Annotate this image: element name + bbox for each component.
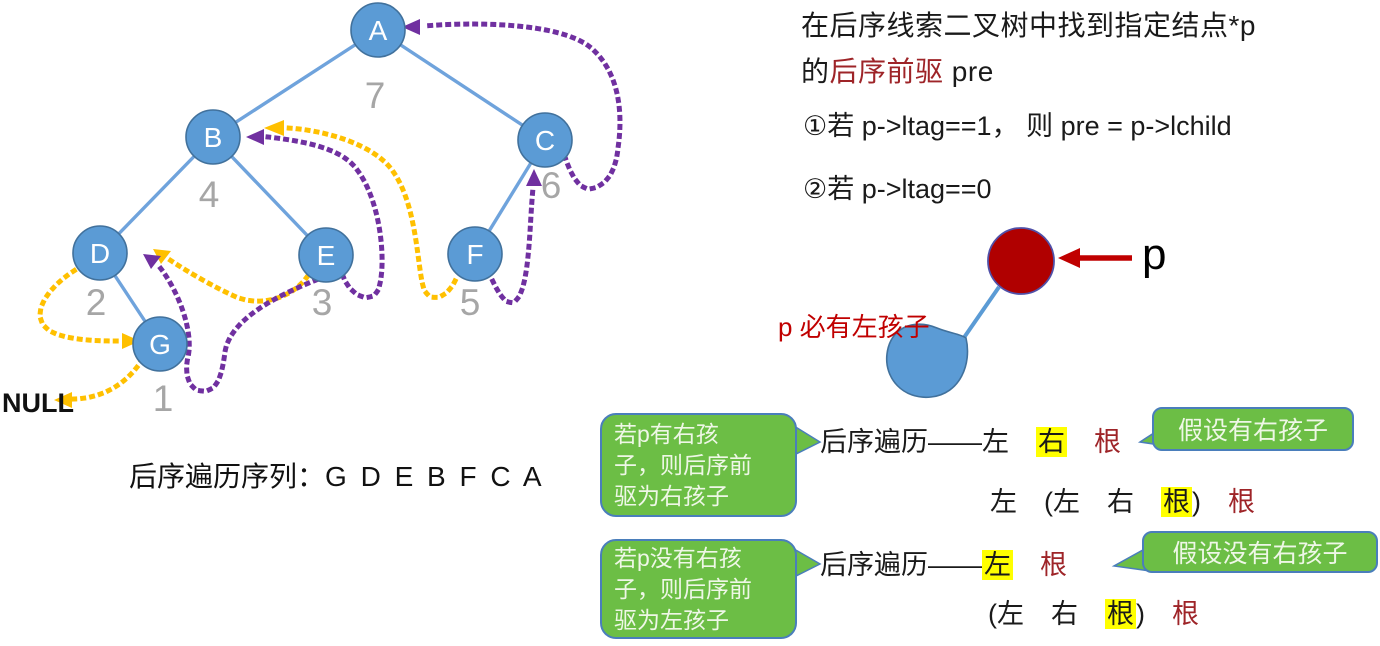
- block1-line1: 后序遍历——左 右 根: [820, 420, 1121, 459]
- arrowhead-c-icon: [526, 169, 542, 186]
- block1-line2-pre: 左 (左 右: [990, 487, 1161, 517]
- yellow-threads: [37, 120, 459, 408]
- order-b: 4: [199, 174, 220, 215]
- block2-line1-highlight: 左: [982, 550, 1013, 580]
- block1-line2: 左 (左 右 根) 根: [990, 480, 1255, 519]
- p-child-link: [961, 285, 1001, 341]
- postorder-sequence: 后序遍历序列：G D E B F C A: [129, 455, 545, 495]
- thread-e-b: [265, 134, 385, 300]
- thread-g-d: [154, 261, 320, 394]
- edge-a-c: [377, 28, 546, 142]
- arrowhead-null-icon: [54, 392, 72, 408]
- block2-line1-pre: 后序遍历——: [820, 550, 982, 580]
- order-numbers: 7 4 6 2 3 5 1: [86, 75, 562, 419]
- block2-line2-mid: ): [1136, 599, 1172, 629]
- node-d: [72, 225, 128, 281]
- block2-line2: (左 右 根) 根: [988, 592, 1199, 631]
- arrowhead-d-purple-icon: [143, 254, 161, 269]
- node-b-label: B: [204, 122, 223, 153]
- block1-line1-pre: 后序遍历——左: [820, 427, 1036, 457]
- arrowhead-g-icon: [122, 333, 140, 349]
- thread-g-null: [71, 356, 146, 402]
- sequence-letters: G D E B F C A: [325, 461, 545, 492]
- null-label: NULL: [2, 388, 74, 418]
- node-g: [132, 316, 188, 372]
- block2-line1: 后序遍历——左 根: [820, 543, 1067, 582]
- block1-line2-root: 根: [1228, 487, 1255, 517]
- edge-a-b: [212, 28, 379, 139]
- p-pointer-arrowhead-icon: [1058, 248, 1080, 268]
- heading-line2: 的后序前驱 pre: [801, 50, 994, 90]
- thread-f-c: [485, 185, 536, 305]
- order-f: 5: [460, 282, 481, 323]
- bubble-assume-right-child: 假设有右孩子: [1152, 407, 1354, 451]
- heading-line2-suffix: pre: [943, 56, 994, 87]
- heading-line2-prefix: 的: [801, 56, 830, 87]
- block1-line1-mid: [1067, 427, 1094, 457]
- block1-line2-highlight: 根: [1161, 487, 1192, 517]
- block2-line2-pre: (左 右: [988, 599, 1105, 629]
- node-f-label: F: [466, 239, 483, 270]
- case2-line: ②若 p->ltag==0: [803, 174, 992, 204]
- node-e-label: E: [317, 240, 336, 271]
- block2-line1-root: 根: [1040, 550, 1067, 580]
- order-a: 7: [365, 75, 386, 116]
- node-b: [185, 109, 241, 165]
- block2-line2-highlight: 根: [1105, 599, 1136, 629]
- order-g: 1: [153, 378, 174, 419]
- block2-line1-mid: [1013, 550, 1040, 580]
- p-diagram: [885, 227, 1132, 398]
- bubble-has-right-child: 若p有右孩 子，则后序前 驱为右孩子: [600, 413, 797, 517]
- node-e: [298, 227, 354, 283]
- block1-line2-mid: ): [1192, 487, 1228, 517]
- block1-line1-root: 根: [1094, 427, 1121, 457]
- case1-line: ①若 p->ltag==1， 则 pre = p->lchild: [803, 111, 1232, 141]
- order-d: 2: [86, 282, 107, 323]
- arrowhead-a-icon: [402, 19, 420, 35]
- p-node-circle: [987, 227, 1055, 295]
- thread-e-d: [166, 256, 311, 304]
- arrowhead-b-yellow-icon: [264, 120, 284, 136]
- arrowhead-b-purple-icon: [246, 129, 264, 145]
- node-a-label: A: [369, 15, 388, 46]
- node-g-label: G: [149, 329, 171, 360]
- heading-line2-red: 后序前驱: [829, 56, 944, 87]
- p-label: p: [1142, 230, 1167, 279]
- node-c: [517, 112, 573, 168]
- thread-f-b: [285, 125, 459, 300]
- arrowhead-d-yellow-icon: [153, 249, 171, 264]
- thread-c-a: [421, 21, 623, 192]
- purple-threads: [143, 19, 623, 394]
- order-e: 3: [312, 282, 333, 323]
- tree-nodes: A B C D E F G: [72, 2, 573, 372]
- bubble-assume-no-right-child: 假设没有右孩子: [1142, 531, 1378, 573]
- node-d-label: D: [90, 238, 110, 269]
- thread-d-g: [37, 262, 121, 344]
- p-note: p 必有左孩子: [778, 312, 930, 342]
- bubble-tail-left2-icon: [793, 547, 822, 579]
- bubble-no-right-child: 若p没有右孩 子，则后序前 驱为左孩子: [600, 539, 797, 639]
- left-child-teardrop-icon: [885, 323, 969, 398]
- block1-line1-highlight: 右: [1036, 427, 1067, 457]
- node-a: [350, 2, 406, 58]
- node-c-label: C: [535, 125, 555, 156]
- node-f: [447, 226, 503, 282]
- block2-line2-root: 根: [1172, 599, 1199, 629]
- sequence-title: 后序遍历序列：: [129, 461, 326, 492]
- heading-line1: 在后序线索二叉树中找到指定结点*p: [801, 10, 1256, 41]
- order-c: 6: [541, 165, 562, 206]
- bubble-tail-left1-icon: [793, 424, 822, 457]
